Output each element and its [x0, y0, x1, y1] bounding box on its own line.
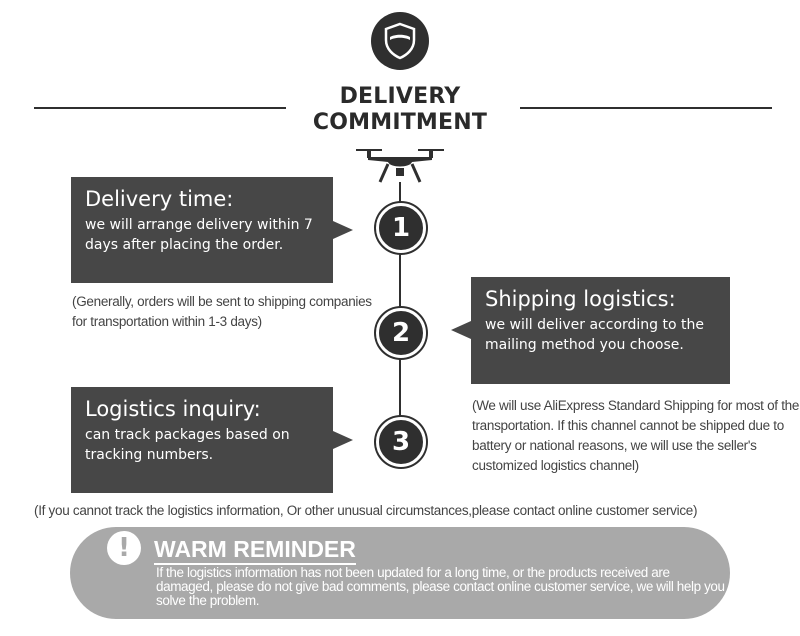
- step-1-badge: 1: [376, 203, 426, 253]
- shield-icon: [371, 12, 429, 70]
- exclamation-icon: !: [107, 531, 141, 565]
- card-pointer: [451, 321, 471, 339]
- shipping-logistics-card: Shipping logistics: we will deliver acco…: [471, 277, 730, 384]
- card-pointer: [333, 221, 353, 239]
- footer-note: (If you cannot track the logistics infor…: [34, 503, 698, 518]
- step-1-note: (Generally, orders will be sent to shipp…: [72, 294, 372, 329]
- page-title: DELIVERY COMMITMENT: [312, 84, 488, 135]
- step-2-note: (We will use AliExpress Standard Shippin…: [472, 398, 800, 473]
- reminder-title: WARM REMINDER: [154, 535, 356, 565]
- card-pointer: [333, 431, 353, 449]
- step-2-badge: 2: [376, 308, 426, 358]
- warm-reminder-banner: [70, 527, 730, 619]
- drone-icon: [354, 146, 446, 186]
- logistics-inquiry-card: Logistics inquiry: can track packages ba…: [71, 387, 333, 493]
- reminder-text: If the logistics information has not bee…: [156, 565, 725, 608]
- divider-right: [520, 107, 772, 109]
- divider-left: [34, 107, 286, 109]
- delivery-time-card: Delivery time: we will arrange delivery …: [71, 177, 333, 283]
- step-3-badge: 3: [376, 417, 426, 467]
